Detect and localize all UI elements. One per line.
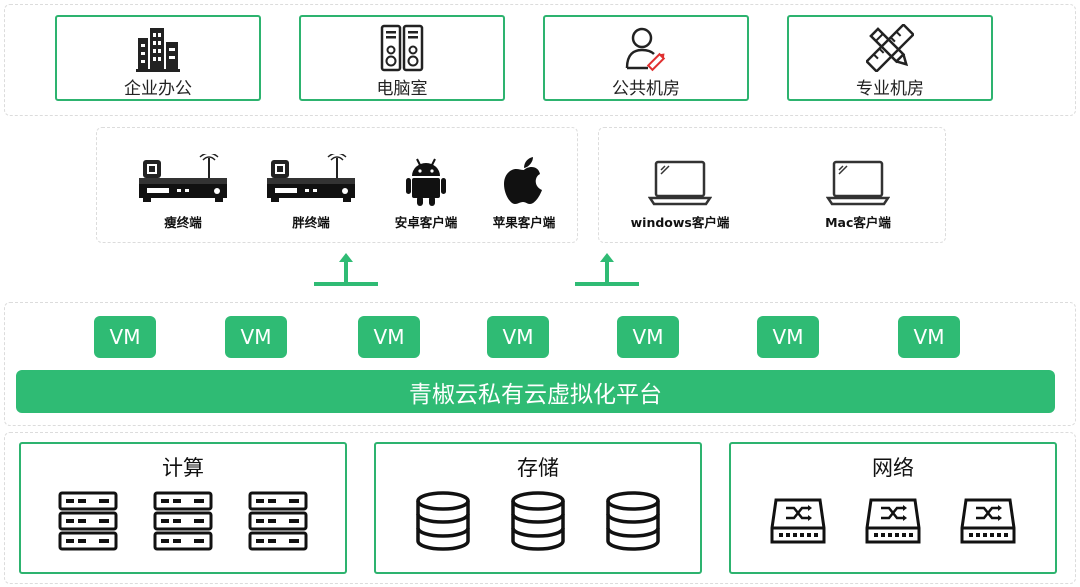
network-switch-icon — [960, 498, 1016, 544]
apple-icon — [504, 146, 544, 206]
resource-compute: 计算 — [19, 442, 347, 574]
place-public-room: 公共机房 — [543, 15, 749, 101]
place-professional-room: 专业机房 — [787, 15, 993, 101]
client-thin-terminal: 瘦终端 — [133, 146, 233, 231]
database-icon — [416, 491, 471, 551]
laptop-icon — [648, 146, 712, 206]
resource-network: 网络 — [729, 442, 1057, 574]
vm-box: VM — [487, 316, 549, 358]
database-icon — [605, 491, 660, 551]
resource-title: 计算 — [162, 456, 204, 480]
server-rack-icon — [248, 491, 308, 551]
client-android: 安卓客户端 — [376, 146, 476, 231]
client-label: windows客户端 — [630, 215, 730, 230]
fat-terminal-icon — [265, 146, 357, 206]
resource-title: 网络 — [872, 456, 914, 480]
server-rack-icon — [58, 491, 118, 551]
network-switch-icon — [865, 498, 921, 544]
client-label: 胖终端 — [292, 215, 330, 230]
network-switch-icon — [770, 498, 826, 544]
client-apple: 苹果客户端 — [474, 146, 574, 231]
thin-terminal-icon — [137, 146, 229, 206]
clients-left-section — [96, 127, 578, 243]
client-label: Mac客户端 — [825, 215, 891, 230]
place-label: 电脑室 — [376, 79, 428, 99]
server-rack-icon — [153, 491, 213, 551]
vm-box: VM — [617, 316, 679, 358]
place-computer-room: 电脑室 — [299, 15, 505, 101]
platform-section — [4, 302, 1076, 426]
resources-section — [4, 432, 1076, 584]
clients-right-section — [598, 127, 946, 243]
resource-title: 存储 — [517, 456, 559, 480]
laptop-icon — [826, 146, 890, 206]
vm-box: VM — [94, 316, 156, 358]
up-arrow-icon — [314, 253, 378, 286]
client-fat-terminal: 胖终端 — [261, 146, 361, 231]
android-icon — [406, 146, 446, 206]
user-pen-icon — [624, 23, 668, 72]
pencil-ruler-icon — [866, 23, 914, 72]
office-building-icon — [136, 23, 180, 72]
place-label: 企业办公 — [124, 79, 192, 99]
platform-bar: 青椒云私有云虚拟化平台 — [16, 370, 1055, 413]
client-label: 苹果客户端 — [492, 215, 556, 230]
vm-box: VM — [898, 316, 960, 358]
place-label: 公共机房 — [612, 79, 680, 99]
client-label: 瘦终端 — [164, 215, 202, 230]
client-windows: windows客户端 — [618, 146, 742, 231]
up-arrow-icon — [575, 253, 639, 286]
database-icon — [511, 491, 565, 551]
vm-box: VM — [757, 316, 819, 358]
place-label: 专业机房 — [856, 79, 924, 99]
places-section — [4, 4, 1076, 116]
resource-storage: 存储 — [374, 442, 702, 574]
place-enterprise-office: 企业办公 — [55, 15, 261, 101]
vm-box: VM — [358, 316, 420, 358]
vm-box: VM — [225, 316, 287, 358]
client-label: 安卓客户端 — [394, 215, 458, 230]
server-tower-icon — [379, 23, 425, 72]
client-mac: Mac客户端 — [796, 146, 920, 231]
